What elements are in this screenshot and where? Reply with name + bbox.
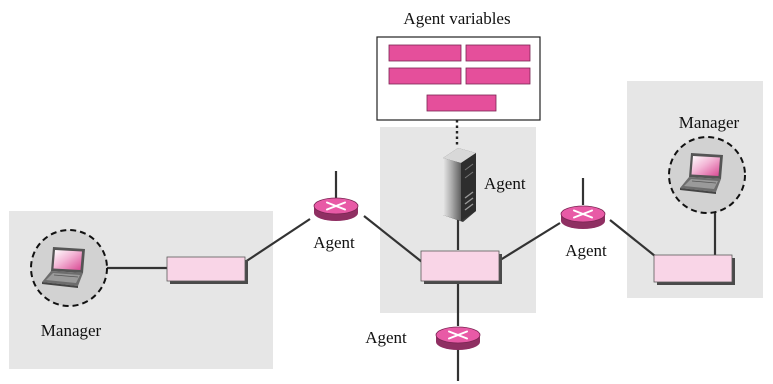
agent-variable: [465, 67, 531, 85]
manager-right: [668, 136, 746, 214]
switch-left: [166, 256, 248, 284]
agent-variable: [426, 94, 497, 112]
agent-variables-title: Agent variables: [403, 9, 510, 28]
agent-label-server: Agent: [484, 174, 526, 193]
network-links: [102, 171, 717, 381]
manager-label-left: Manager: [41, 321, 102, 340]
router-icon: [313, 197, 359, 222]
agent-variable: [388, 44, 462, 62]
agent-variable: [388, 67, 462, 85]
switch-right: [653, 254, 735, 285]
router-icon: [560, 205, 606, 230]
agent-label-router-right: Agent: [565, 241, 607, 260]
agent-variables-table: [376, 36, 541, 121]
switch-center: [420, 250, 502, 284]
router-icon: [435, 326, 481, 351]
agent-label-router-left: Agent: [313, 233, 355, 252]
server-icon: [443, 148, 476, 222]
agent-label-router-bottom: Agent: [365, 328, 407, 347]
manager-label-right: Manager: [679, 113, 740, 132]
agent-variable: [465, 44, 531, 62]
manager-left: [30, 229, 108, 307]
